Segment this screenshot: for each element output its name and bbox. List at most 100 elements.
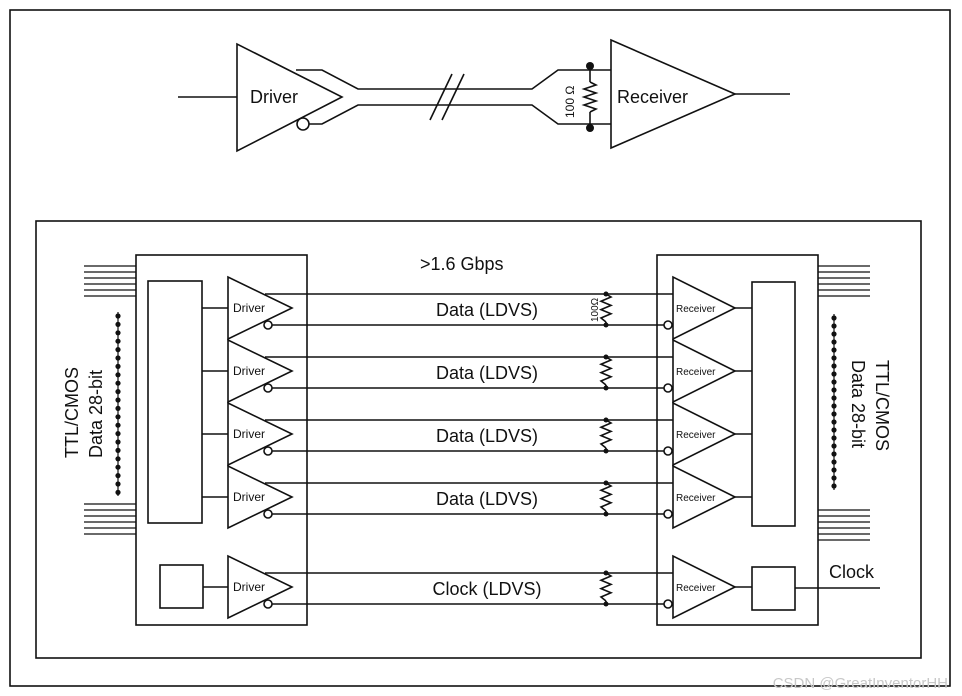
left-side-label-2: Data 28-bit <box>86 370 106 458</box>
left-bit-dot <box>115 405 121 411</box>
right-bit-dot <box>831 435 837 441</box>
left-bit-dot <box>115 414 121 420</box>
right-bit-dot <box>831 363 837 369</box>
right-bit-dot <box>831 459 837 465</box>
left-bit-dot <box>115 456 121 462</box>
driver-inverting-bubble <box>263 320 273 330</box>
junction-dot <box>603 291 609 297</box>
bottom-diagram: >1.6 Gbps <box>35 220 922 659</box>
right-bit-dot <box>831 411 837 417</box>
left-bit-dot <box>115 389 121 395</box>
junction-dot <box>603 448 609 454</box>
top-break-mark-1 <box>429 73 453 121</box>
right-bit-dot <box>831 371 837 377</box>
line-label: Data (LDVS) <box>436 489 538 509</box>
driver-inverting-bubble <box>263 383 273 393</box>
channel-1: Driver Data (LDVS) 100Ω Receiver <box>202 275 752 341</box>
top-resistor-label: 100 Ω <box>563 86 577 118</box>
receiver-triangle <box>672 464 737 530</box>
top-pair-lower <box>309 104 611 125</box>
right-bit-dot <box>831 467 837 473</box>
right-bit-dot <box>831 395 837 401</box>
left-bit-dot <box>115 372 121 378</box>
receiver-inverting-bubble <box>663 383 673 393</box>
left-bit-dot <box>115 380 121 386</box>
right-bit-dot <box>831 379 837 385</box>
right-bit-dot <box>831 403 837 409</box>
rx-clock-block <box>751 566 796 611</box>
right-bus-top <box>818 265 870 297</box>
resistor-zigzag <box>598 572 614 602</box>
line-label: Data (LDVS) <box>436 363 538 383</box>
receiver-triangle <box>672 275 737 341</box>
top-resistor-zigzag <box>581 81 599 113</box>
right-side-label-1: TTL/CMOS <box>872 360 892 451</box>
receiver-inverting-bubble <box>663 320 673 330</box>
left-bit-dot <box>115 447 121 453</box>
right-bit-dot <box>831 483 837 489</box>
left-bit-dot <box>115 397 121 403</box>
right-bit-dot <box>831 347 837 353</box>
top-receiver-triangle <box>610 38 738 150</box>
left-bit-dots <box>115 313 121 495</box>
right-bit-dots <box>831 315 837 489</box>
driver-label: Driver <box>233 427 265 441</box>
left-bit-dot <box>115 489 121 495</box>
receiver-label: Receiver <box>676 367 716 378</box>
top-junction-dot-2 <box>586 124 594 132</box>
watermark: CSDN @GreatInventorHH <box>772 675 948 692</box>
receiver-label: Receiver <box>676 583 716 594</box>
line-label: Clock (LDVS) <box>432 579 541 599</box>
right-side-label-2: Data 28-bit <box>848 360 868 448</box>
receiver-inverting-bubble <box>663 446 673 456</box>
left-bit-dot <box>115 439 121 445</box>
right-bit-dot <box>831 387 837 393</box>
driver-label: Driver <box>233 301 265 315</box>
deserializer-block <box>751 281 796 527</box>
resistor-zigzag <box>598 293 614 323</box>
right-bit-dot <box>831 419 837 425</box>
resistor-zigzag <box>598 482 614 512</box>
outer-frame <box>9 9 951 687</box>
driver-triangle <box>227 554 294 620</box>
left-bus-top <box>84 265 136 297</box>
speed-label: >1.6 Gbps <box>420 254 504 274</box>
left-bit-dot <box>115 481 121 487</box>
junction-dot <box>603 570 609 576</box>
line-label: Data (LDVS) <box>436 300 538 320</box>
right-bit-dot <box>831 443 837 449</box>
driver-triangle <box>227 464 294 530</box>
driver-triangle <box>227 338 294 404</box>
driver-triangle <box>227 401 294 467</box>
right-bit-dot <box>831 355 837 361</box>
left-bit-dot <box>115 338 121 344</box>
driver-inverting-bubble <box>263 599 273 609</box>
receiver-label: Receiver <box>676 304 716 315</box>
left-bit-dot <box>115 431 121 437</box>
line-label: Data (LDVS) <box>436 426 538 446</box>
resistor-label: 100Ω <box>590 297 601 322</box>
top-driver-inverting-bubble <box>296 117 310 131</box>
resistor-zigzag <box>598 419 614 449</box>
right-bit-dot <box>831 475 837 481</box>
receiver-inverting-bubble <box>663 509 673 519</box>
top-break-mark-2 <box>441 73 465 121</box>
driver-inverting-bubble <box>263 446 273 456</box>
left-side-label-1: TTL/CMOS <box>62 367 82 458</box>
right-bit-dot <box>831 323 837 329</box>
left-bit-dot <box>115 422 121 428</box>
junction-dot <box>603 601 609 607</box>
driver-label: Driver <box>233 490 265 504</box>
top-driver-label: Driver <box>250 87 298 107</box>
resistor-zigzag <box>598 356 614 386</box>
receiver-inverting-bubble <box>663 599 673 609</box>
tx-clock-block <box>159 564 204 609</box>
top-junction-dot-1 <box>586 62 594 70</box>
left-bit-dot <box>115 330 121 336</box>
left-bit-dot <box>115 464 121 470</box>
